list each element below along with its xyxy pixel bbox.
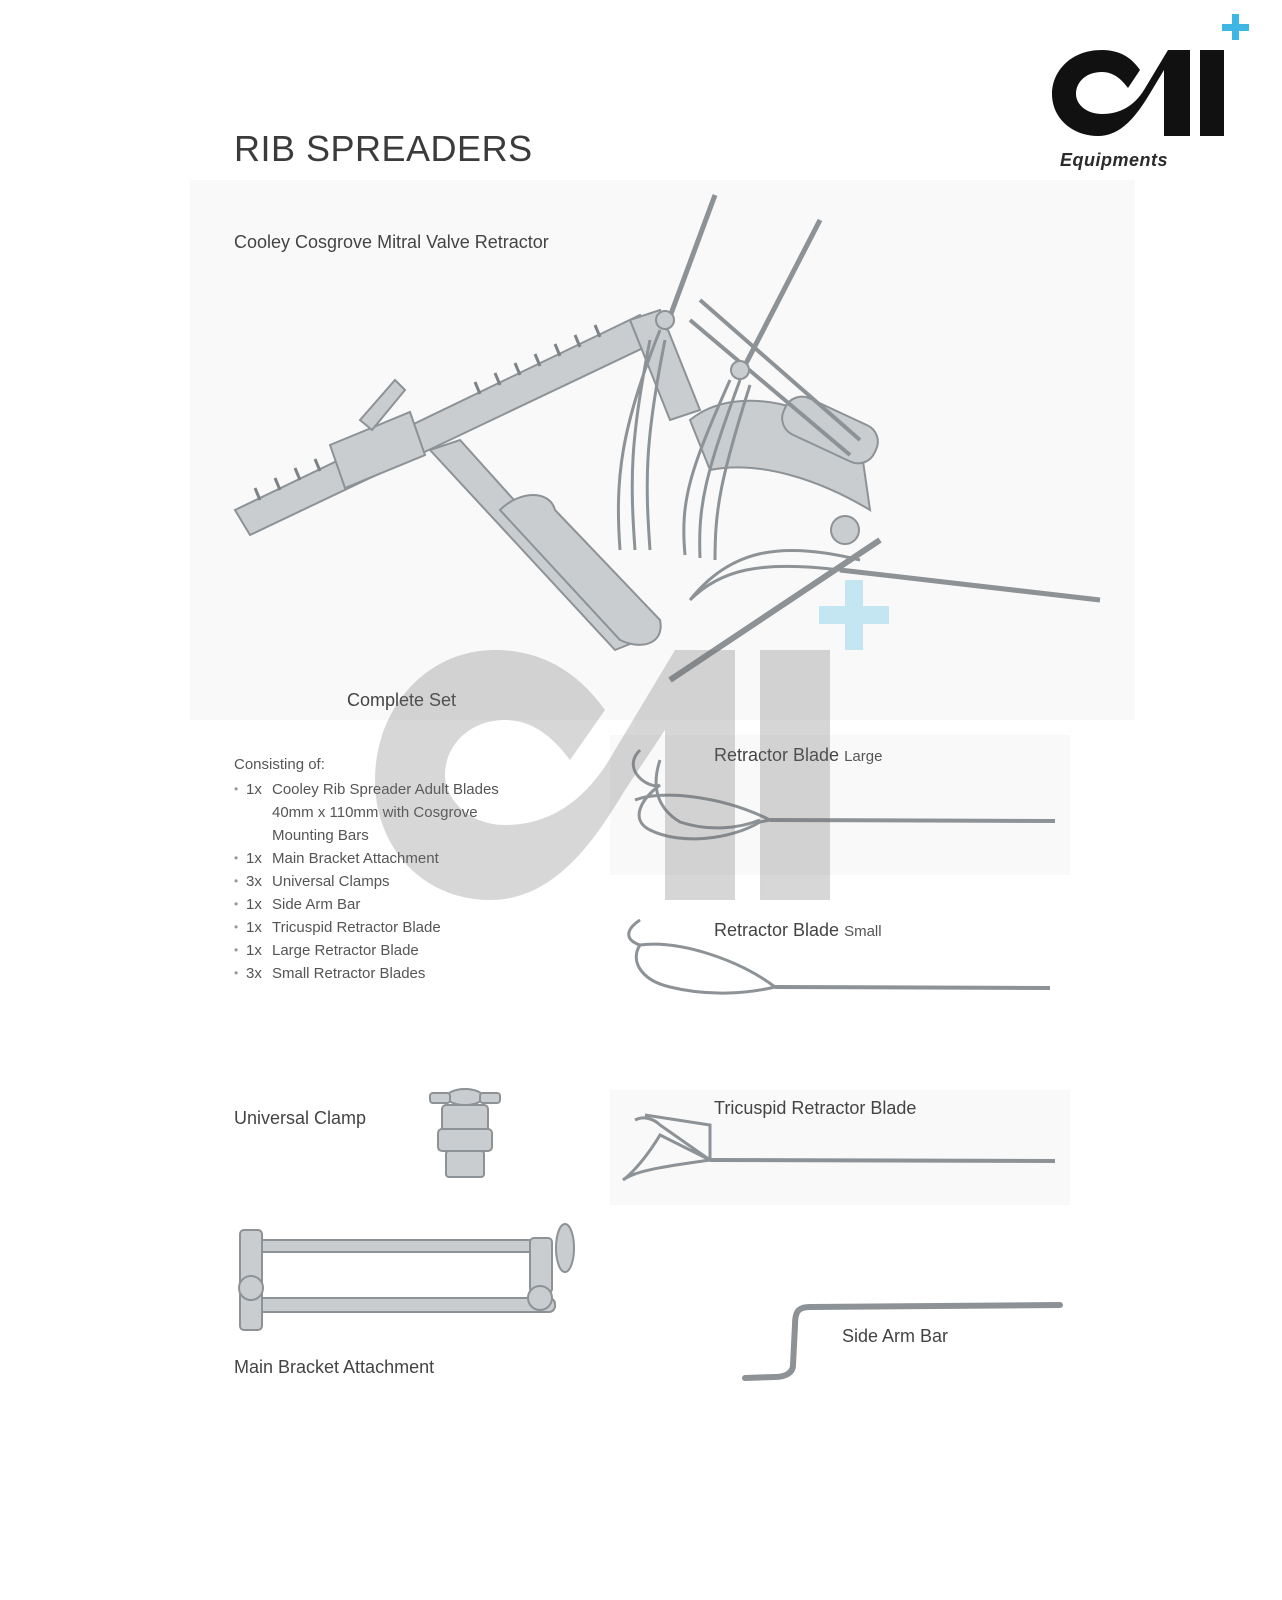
- blade-large-panel: [610, 735, 1070, 875]
- tricuspid-retractor-blade-icon: [622, 1113, 1056, 1182]
- universal-clamp-label: Universal Clamp: [234, 1108, 367, 1128]
- side-arm-bar-icon: [742, 1302, 1063, 1381]
- blade-small-label: Retractor Blade Small: [714, 920, 882, 941]
- blade-large-name: Retractor Blade: [714, 745, 839, 765]
- consisting-label: Consisting of:: [234, 756, 325, 773]
- side-arm-bar-label: Side Arm Bar: [842, 1326, 949, 1346]
- brand-tagline: Equipments: [1060, 150, 1169, 170]
- retractor-blade-small-icon: [627, 918, 1051, 995]
- main-bracket-attachment-icon: [238, 1223, 575, 1331]
- universal-clamp-icon: [429, 1088, 501, 1178]
- main-bracket-label: Main Bracket Attachment: [234, 1357, 435, 1377]
- omi-watermark-icon: [375, 580, 889, 900]
- blade-small-name: Retractor Blade: [714, 920, 840, 940]
- blade-large-size: Large: [844, 748, 883, 765]
- retractor-assembly-icon: [233, 194, 1101, 683]
- omi-logo-mark: [1052, 14, 1249, 136]
- tricuspid-label: Tricuspid Retractor Blade: [714, 1098, 917, 1118]
- retractor-blade-large-icon: [631, 748, 1056, 841]
- blade-small-size: Small: [844, 923, 882, 940]
- brand-logo: Equipments: [1040, 10, 1265, 170]
- complete-set-title: Complete Set: [347, 690, 456, 710]
- blade-large-label: Retractor Blade Large: [714, 745, 882, 766]
- page-title: RIB SPREADERS: [234, 128, 533, 169]
- main-product-title: Cooley Cosgrove Mitral Valve Retractor: [234, 232, 549, 252]
